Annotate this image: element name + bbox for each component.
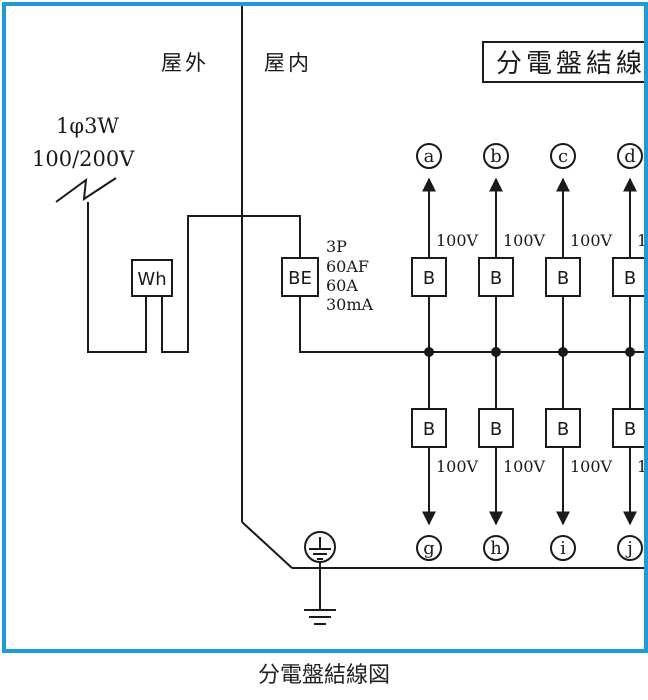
- circuit-i-circle: [550, 535, 576, 561]
- branch-breaker-a-label: B: [423, 268, 435, 289]
- circuit-a-circle: [416, 143, 442, 169]
- circuit-g-circle: [416, 535, 442, 561]
- main-breaker-spec-3: 60A: [326, 276, 358, 295]
- branch-breaker-b-label: B: [490, 268, 502, 289]
- boundary-diagonal: [241, 521, 293, 569]
- branch-voltage-b: 100V: [503, 231, 546, 250]
- panel-title: 分電盤結線図: [496, 49, 644, 79]
- circuit-c-circle: [550, 143, 576, 169]
- supply-phase-label: 1φ3W: [56, 114, 119, 138]
- circuit-g-label: g: [423, 538, 435, 559]
- branch-circuits: B100VaB100VgB100VbB100VhB100VcB100ViB100…: [411, 143, 644, 561]
- circuit-h-label: h: [490, 538, 502, 559]
- bus-junction-b: [491, 347, 501, 357]
- main-breaker-spec-2: 60AF: [326, 257, 369, 276]
- circuit-b-label: b: [490, 146, 502, 167]
- supply-voltage-label: 100/200V: [32, 147, 135, 171]
- circuit-a-label: a: [424, 146, 435, 167]
- branch-voltage-c: 100V: [570, 231, 613, 250]
- main-breaker-box: [281, 257, 319, 297]
- outdoor-label: 屋外: [161, 51, 209, 75]
- circuit-j-label: j: [625, 538, 633, 559]
- service-wire-right: [161, 215, 301, 353]
- meter-box: [131, 259, 173, 297]
- circuit-d-label: d: [624, 146, 636, 167]
- main-breaker-label: BE: [288, 268, 312, 289]
- circuit-b-circle: [483, 143, 509, 169]
- main-breaker-spec-1: 3P: [326, 237, 347, 256]
- main-breaker-spec-4: 30mA: [326, 295, 374, 314]
- circuit-j-circle: [617, 535, 643, 561]
- circuit-d-circle: [617, 143, 643, 169]
- bus-junction-d: [625, 347, 635, 357]
- branch-breaker-i-label: B: [557, 419, 569, 440]
- main-bus: [299, 296, 644, 353]
- branch-breaker-c-box: [545, 257, 581, 297]
- diagram-frame: 屋外 屋内 分電盤結線図 1φ3W 100/200V Wh BE 3P 60AF…: [2, 2, 648, 653]
- branch-breaker-g-label: B: [423, 419, 435, 440]
- bus-junction-a: [424, 347, 434, 357]
- branch-breaker-d-label: B: [624, 268, 636, 289]
- circuit-i-label: i: [560, 538, 566, 559]
- panel-title-box: [482, 41, 644, 83]
- branch-breaker-j-label: B: [624, 419, 636, 440]
- meter-label: Wh: [137, 269, 166, 290]
- branch-voltage-a: 100V: [436, 231, 479, 250]
- bus-junction-c: [558, 347, 568, 357]
- figure-caption: 分電盤結線図: [257, 663, 390, 688]
- branch-breaker-g-box: [411, 408, 447, 448]
- wiring-diagram: 屋外 屋内 分電盤結線図 1φ3W 100/200V Wh BE 3P 60AF…: [32, 6, 644, 625]
- branch-voltage-g: 100V: [436, 457, 479, 476]
- branch-breaker-h-label: B: [490, 419, 502, 440]
- branch-voltage-d: 100V: [637, 231, 644, 250]
- branch-voltage-h: 100V: [503, 457, 546, 476]
- supply-lightning-symbol: [55, 177, 117, 203]
- branch-breaker-c-label: B: [557, 268, 569, 289]
- circuit-c-label: c: [558, 146, 568, 167]
- circuit-h-circle: [483, 535, 509, 561]
- service-wire-left: [87, 202, 147, 353]
- branch-voltage-i: 100V: [570, 457, 613, 476]
- branch-breaker-j-box: [612, 408, 644, 448]
- indoor-label: 屋内: [264, 51, 312, 75]
- branch-voltage-j: 100V: [637, 457, 644, 476]
